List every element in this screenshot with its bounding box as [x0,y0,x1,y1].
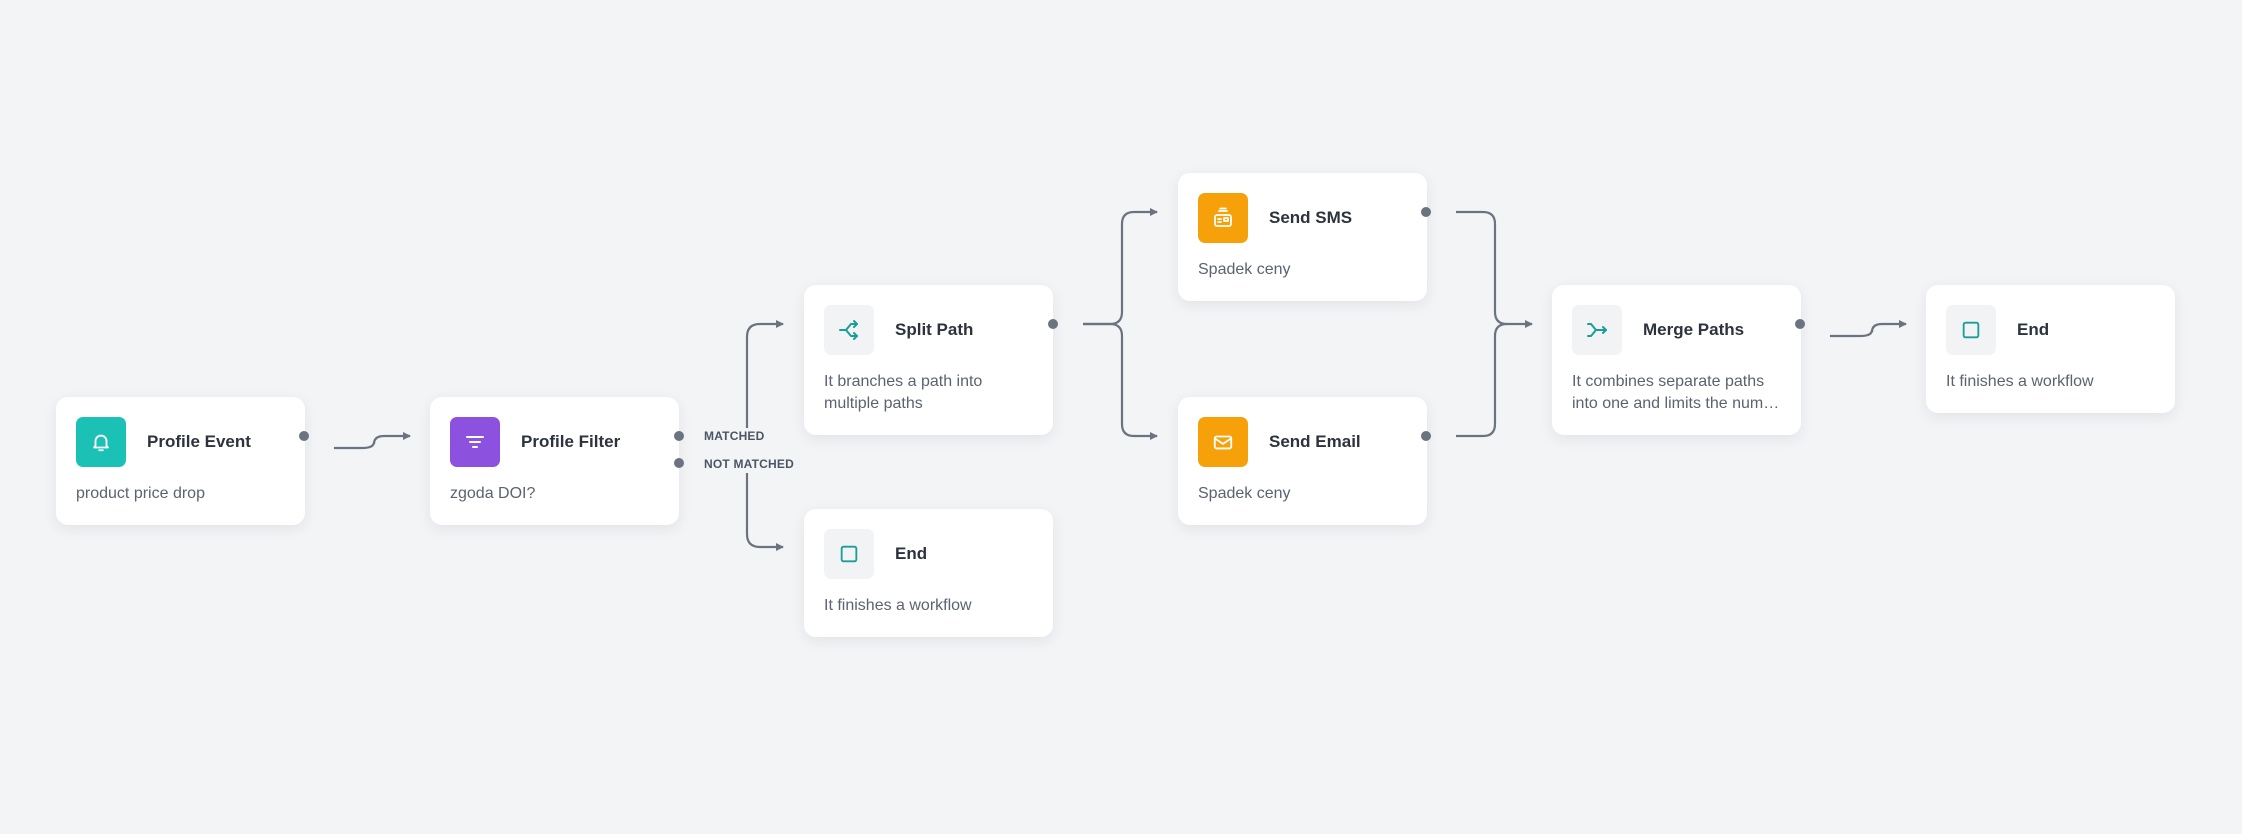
node-title: Send Email [1269,432,1361,451]
node-description: It branches a path into multiple paths [824,373,983,412]
connector-split-to-sms [1083,208,1158,326]
output-port[interactable] [299,431,309,441]
node-profile-filter[interactable]: Profile Filter zgoda DOI? [430,397,679,525]
output-port[interactable] [1421,431,1431,441]
output-port[interactable] [1048,319,1058,329]
node-title: Merge Paths [1643,320,1745,339]
output-port[interactable] [1795,319,1805,329]
bell-icon [76,417,126,467]
node-title: Profile Filter [521,432,621,451]
connector-sms-to-merge [1456,210,1533,328]
matched-label: MATCHED [704,429,765,443]
connector-notmatched-to-end [745,473,784,551]
sms-icon [1198,193,1248,243]
node-description: It finishes a workflow [1946,373,2094,390]
connector-email-to-merge [1456,322,1508,438]
node-title: End [895,544,928,563]
node-profile-event[interactable]: Profile Event product price drop [56,397,305,525]
filter-icon [450,417,500,467]
not-matched-output-port[interactable] [674,458,684,468]
node-end[interactable]: End It finishes a workflow [804,509,1053,637]
node-split-path[interactable]: Split Path It branches a path into multi… [804,285,1053,435]
node-title: Send SMS [1269,208,1353,227]
connector-merge-to-end [1830,320,1907,338]
node-send-sms[interactable]: Send SMS Spadek ceny [1178,173,1427,301]
node-description: zgoda DOI? [450,485,536,502]
node-title: Split Path [895,320,974,339]
node-end[interactable]: End It finishes a workflow [1926,285,2175,413]
connector-split-to-email [1083,322,1158,440]
node-send-email[interactable]: Send Email Spadek ceny [1178,397,1427,525]
node-title: End [2017,320,2050,339]
node-merge-paths[interactable]: Merge Paths It combines separate paths i… [1552,285,1801,435]
node-description: It finishes a workflow [824,597,972,614]
not-matched-label: NOT MATCHED [704,457,794,471]
envelope-icon [1198,417,1248,467]
node-description: Spadek ceny [1198,261,1291,278]
node-description-text: It combines separate paths into one and … [1572,373,1787,412]
connector-event-to-filter [334,432,411,450]
matched-output-port[interactable] [674,431,684,441]
split-icon [824,305,874,355]
output-port[interactable] [1421,207,1431,217]
node-description: product price drop [76,485,205,502]
square-stop-icon [1946,305,1996,355]
node-description: It combines separate paths into one and … [1572,371,1787,415]
merge-icon [1572,305,1622,355]
node-description: Spadek ceny [1198,485,1291,502]
square-stop-icon [824,529,874,579]
connector-matched-to-split [745,320,784,428]
node-title: Profile Event [147,432,251,451]
